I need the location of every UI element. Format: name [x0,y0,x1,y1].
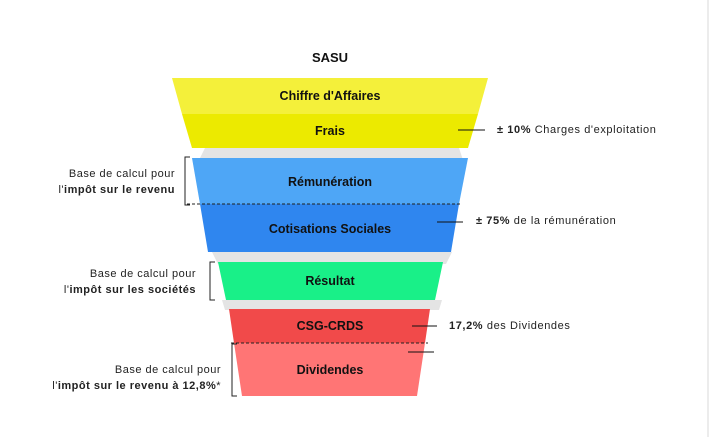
side-note-resultat-line2: l'impôt sur les sociétés [64,282,196,298]
bracket-remuneration [184,156,190,206]
side-note-dividendes-line1: Base de calcul pour [114,364,221,376]
side-note-dividendes: Base de calcul pour l'impôt sur le reven… [52,362,221,394]
side-note-resultat-bold: impôt sur les sociétés [69,284,196,296]
segment-csg-crds [229,309,430,343]
segment-label-resultat: Résultat [305,274,355,288]
segment-label-dividendes: Dividendes [296,363,364,377]
segment-frais [182,114,478,148]
segment-label-frais: Frais [315,124,345,138]
side-note-resultat-prefix: l' [63,284,70,296]
side-note-dividendes-suffix: * [216,380,221,392]
connector-1 [199,148,463,160]
connector-2 [212,252,452,264]
annotation-cotisations: ± 75% de la rémunération [476,215,616,227]
annotation-csg: 17,2% des Dividendes [449,320,570,332]
segment-chiffre-affaires [172,78,488,114]
segment-cotisations [200,204,459,252]
segment-resultat [218,262,443,300]
segment-label-cotisations: Cotisations Sociales [268,222,392,236]
diagram-title: SASU [311,50,349,65]
segment-label-chiffre-affaires: Chiffre d'Affaires [279,89,381,103]
annotation-csg-text: des Dividendes [483,320,571,332]
side-note-resultat: Base de calcul pour l'impôt sur les soci… [64,266,196,298]
side-note-remuneration-line1: Base de calcul pour [68,168,175,180]
segment-remuneration [192,158,468,204]
bracket-dividendes [231,343,237,397]
segment-label-remuneration: Rémunération [287,175,373,189]
annotation-cotisations-text: de la rémunération [510,215,617,227]
annotation-cotisations-value: ± 75% [476,215,511,227]
right-border [707,0,709,437]
side-note-dividendes-prefix: l' [52,380,58,392]
bracket-resultat [209,261,215,301]
side-note-dividendes-line2: l'impôt sur le revenu à 12,8%* [52,378,221,394]
annotation-frais-value: ± 10% [497,124,532,136]
annotation-frais: ± 10% Charges d'exploitation [497,124,656,136]
side-note-resultat-line1: Base de calcul pour [89,268,196,280]
side-note-remuneration-line2: l'impôt sur le revenu [58,182,175,198]
side-note-remuneration-bold: impôt sur le revenu [64,184,175,196]
annotation-frais-text: Charges d'exploitation [531,124,657,136]
side-note-remuneration-prefix: l' [58,184,65,196]
side-note-dividendes-bold: impôt sur le revenu à 12,8% [57,380,217,392]
segment-dividendes [234,343,425,396]
connector-3 [222,300,442,310]
annotation-csg-value: 17,2% [449,320,484,332]
segment-label-csg-crds: CSG-CRDS [296,319,364,333]
side-note-remuneration: Base de calcul pour l'impôt sur le reven… [58,166,175,198]
